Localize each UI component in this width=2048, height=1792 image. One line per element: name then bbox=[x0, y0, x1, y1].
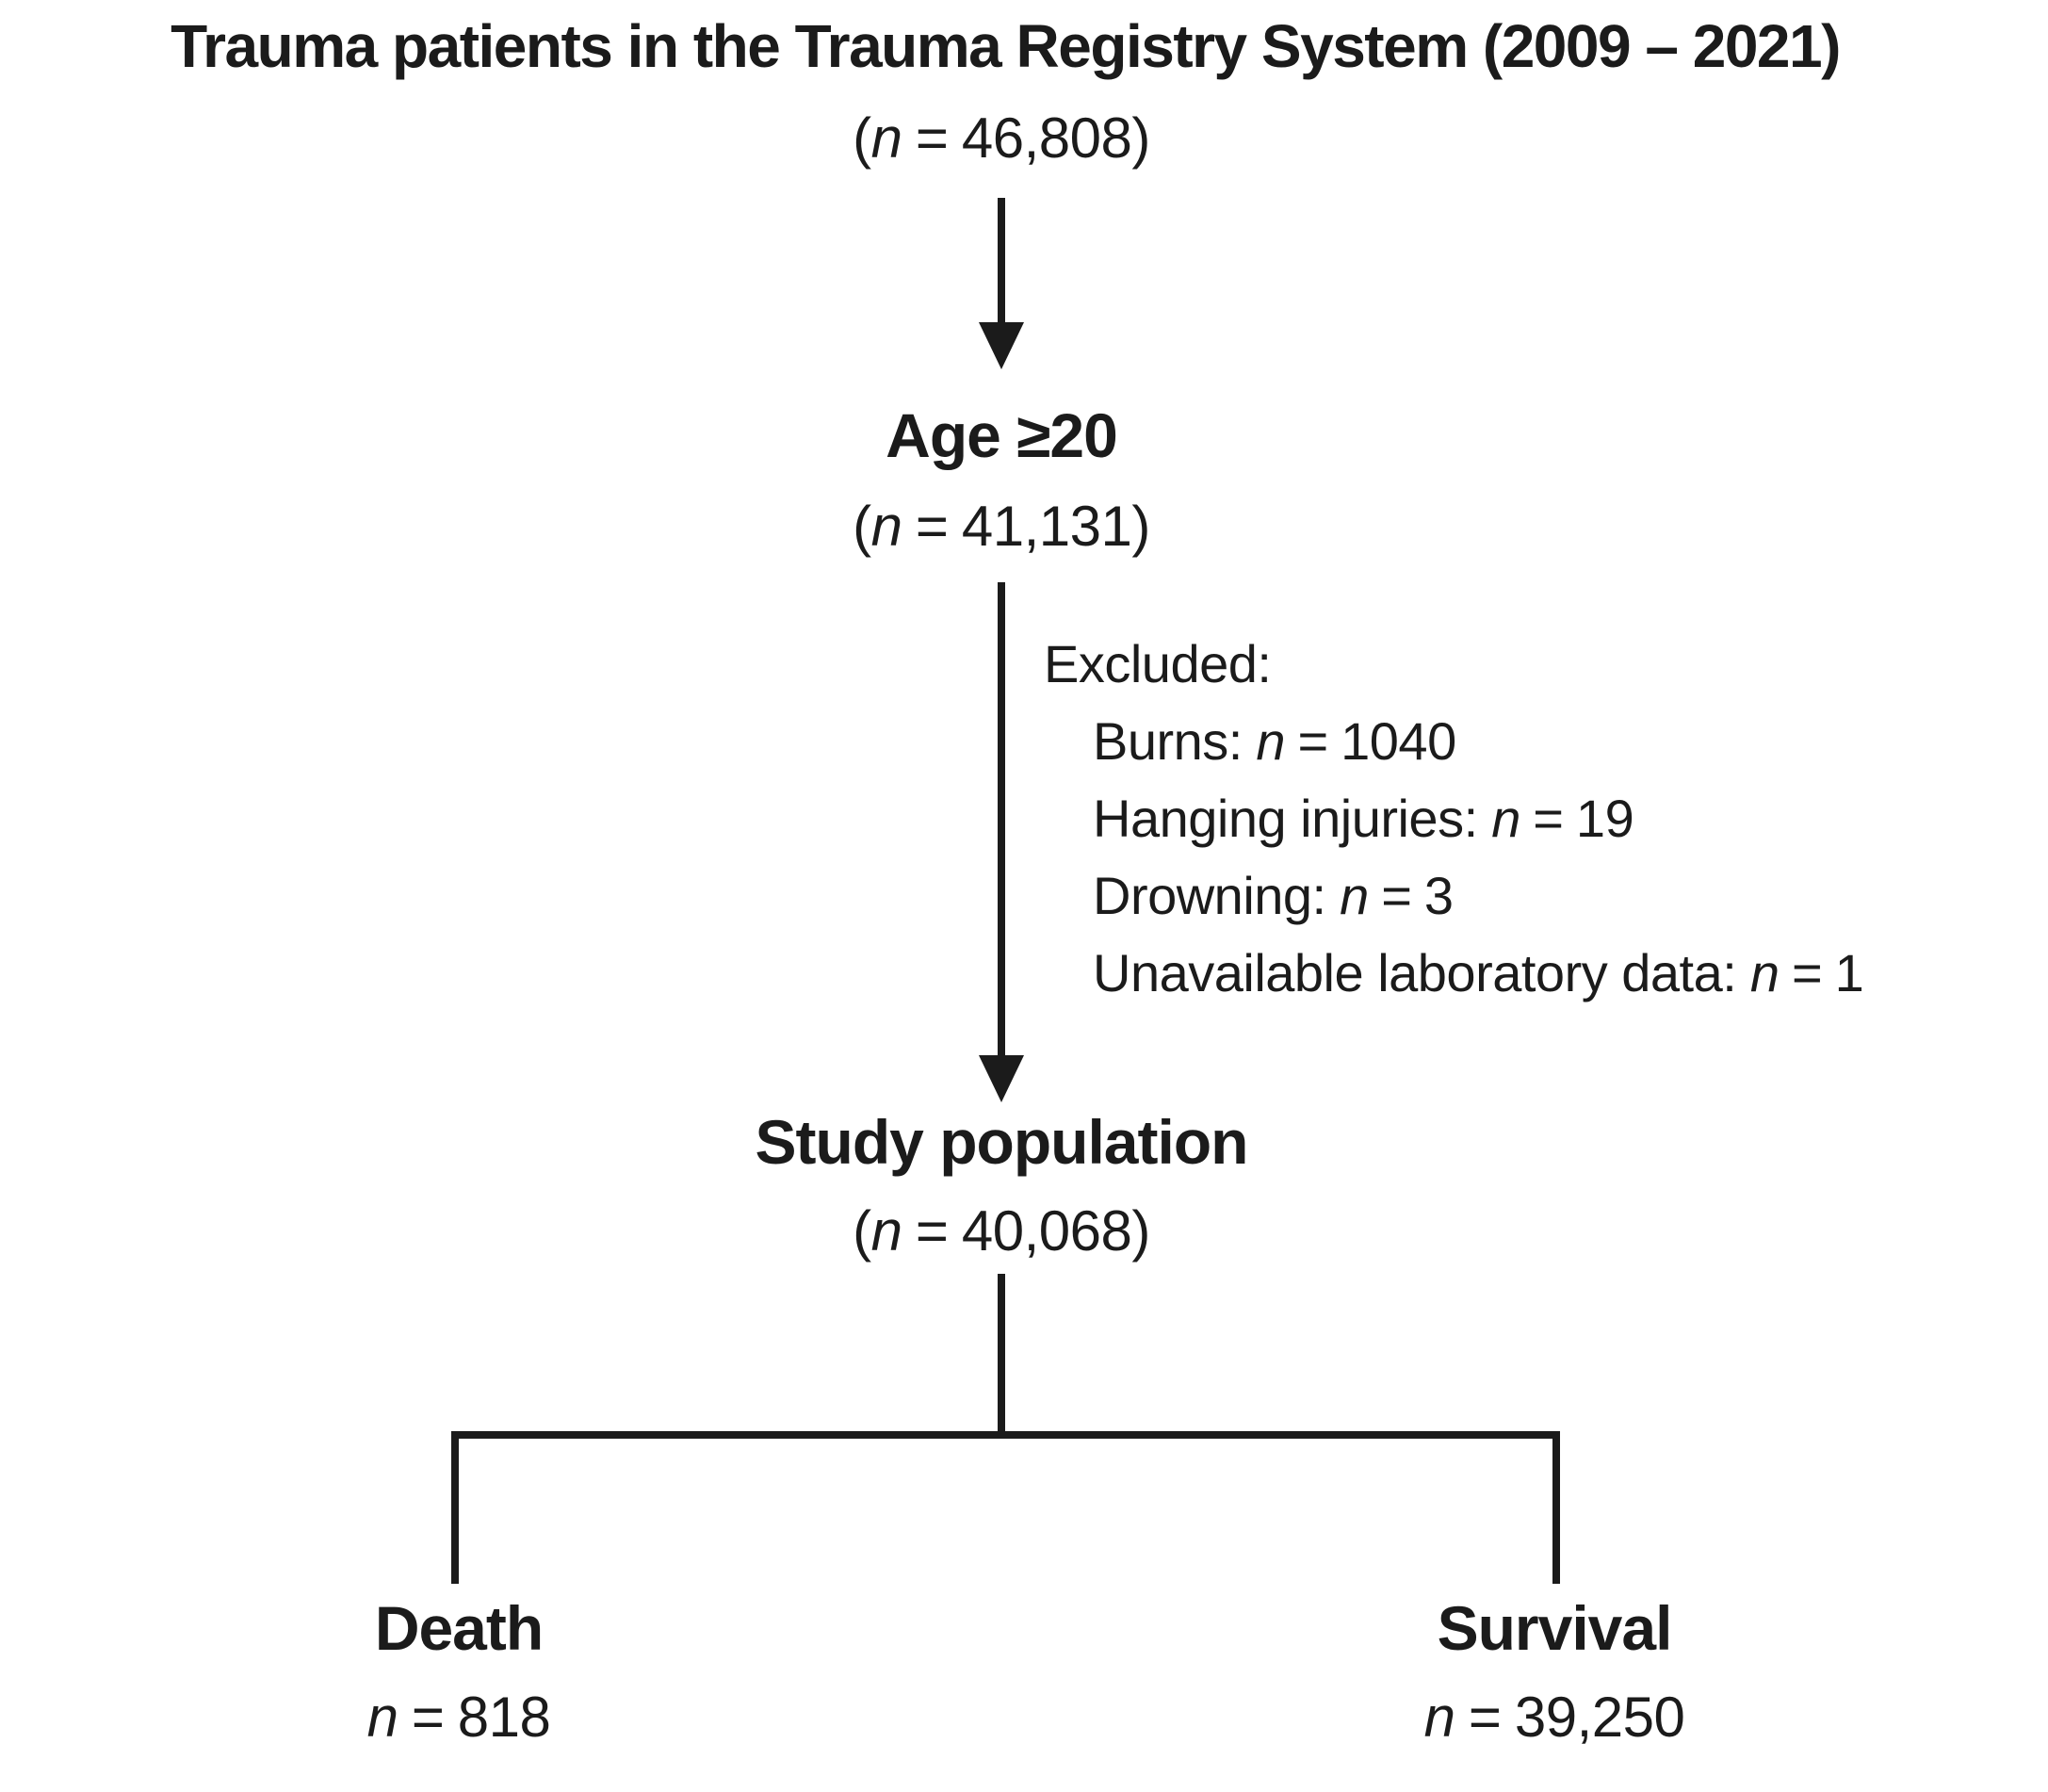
excluded-item-value: 19 bbox=[1575, 789, 1634, 848]
branch-horizontal-line bbox=[451, 1431, 1560, 1439]
n-symbol: n bbox=[870, 495, 902, 558]
equals-sign: = bbox=[1468, 1686, 1502, 1749]
excluded-item-value: 1040 bbox=[1341, 711, 1456, 771]
excluded-item-label: Unavailable laboratory data: bbox=[1093, 943, 1737, 1002]
age-node-title: Age ≥20 bbox=[886, 400, 1118, 470]
excluded-item: Hanging injuries:n=19 bbox=[1044, 780, 1863, 857]
age-count: (n=41,131) bbox=[853, 494, 1150, 559]
excluded-item: Burns:n=1040 bbox=[1044, 703, 1863, 780]
n-symbol: n bbox=[366, 1686, 398, 1749]
excluded-item: Drowning:n=3 bbox=[1044, 857, 1863, 935]
arrow-head-icon bbox=[979, 322, 1024, 369]
n-symbol: n bbox=[1256, 711, 1286, 771]
line-study-to-branch bbox=[998, 1274, 1005, 1439]
n-symbol: n bbox=[870, 106, 902, 170]
paren-open: ( bbox=[853, 1199, 871, 1263]
death-node-title: Death bbox=[374, 1593, 544, 1663]
excluded-item-label: Drowning: bbox=[1093, 866, 1326, 925]
count-value: 40,068 bbox=[961, 1199, 1132, 1263]
paren-close: ) bbox=[1131, 1199, 1150, 1263]
count-value: 41,131 bbox=[961, 495, 1132, 558]
survival-node-title: Survival bbox=[1437, 1593, 1673, 1663]
excluded-block: Excluded: Burns:n=1040 Hanging injuries:… bbox=[1044, 626, 1864, 1012]
excluded-item-label: Hanging injuries: bbox=[1093, 789, 1478, 848]
count-value: 818 bbox=[457, 1686, 551, 1749]
study-node-title: Study population bbox=[755, 1107, 1249, 1177]
equals-sign: = bbox=[915, 1199, 949, 1263]
paren-close: ) bbox=[1131, 106, 1150, 170]
equals-sign: = bbox=[1533, 789, 1564, 848]
n-symbol: n bbox=[1749, 943, 1780, 1002]
paren-close: ) bbox=[1131, 495, 1150, 558]
equals-sign: = bbox=[1297, 711, 1329, 771]
equals-sign: = bbox=[915, 495, 949, 558]
excluded-item: Unavailable laboratory data:n=1 bbox=[1044, 935, 1864, 1012]
arrow-registry-to-age bbox=[979, 198, 1024, 369]
excluded-item-label: Burns: bbox=[1093, 711, 1243, 771]
n-symbol: n bbox=[1491, 789, 1520, 848]
count-value: 39,250 bbox=[1514, 1686, 1685, 1749]
arrow-shaft bbox=[998, 582, 1005, 1059]
arrow-head-icon bbox=[979, 1055, 1024, 1102]
branch-left-line bbox=[451, 1431, 459, 1584]
survival-count: n=39,250 bbox=[1424, 1685, 1685, 1750]
registry-count: (n=46,808) bbox=[853, 106, 1150, 171]
arrow-shaft bbox=[998, 198, 1005, 326]
n-symbol: n bbox=[870, 1199, 902, 1263]
n-symbol: n bbox=[1340, 866, 1369, 925]
branch-right-line bbox=[1552, 1431, 1560, 1584]
study-count: (n=40,068) bbox=[853, 1198, 1150, 1263]
death-count: n=818 bbox=[367, 1685, 551, 1750]
n-symbol: n bbox=[1423, 1686, 1455, 1749]
paren-open: ( bbox=[853, 106, 871, 170]
equals-sign: = bbox=[1791, 943, 1823, 1002]
registry-node-title: Trauma patients in the Trauma Registry S… bbox=[171, 12, 1841, 80]
equals-sign: = bbox=[1381, 866, 1412, 925]
count-value: 46,808 bbox=[961, 106, 1132, 170]
equals-sign: = bbox=[411, 1686, 445, 1749]
paren-open: ( bbox=[853, 495, 871, 558]
equals-sign: = bbox=[915, 106, 949, 170]
excluded-item-value: 1 bbox=[1834, 943, 1864, 1002]
arrow-age-to-study bbox=[979, 582, 1024, 1102]
excluded-header: Excluded: bbox=[1044, 634, 1272, 693]
excluded-item-value: 3 bbox=[1423, 866, 1454, 925]
